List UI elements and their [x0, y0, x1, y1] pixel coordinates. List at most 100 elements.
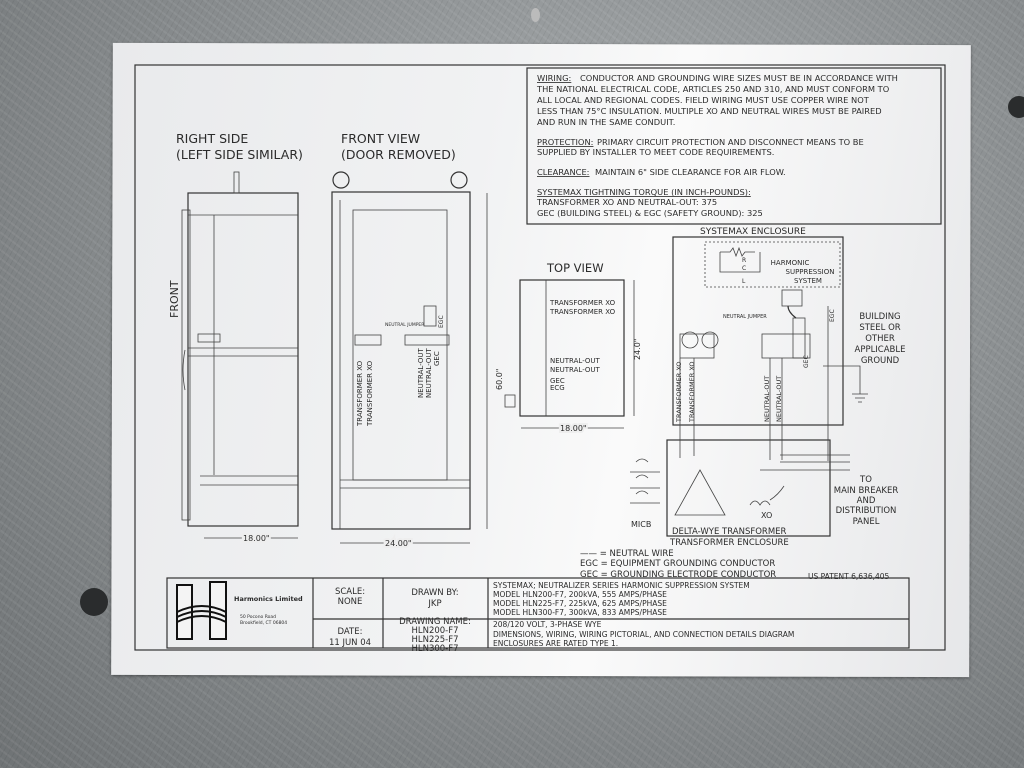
dimension-label: 18.00": [560, 424, 587, 433]
ground-label: BUILDING: [859, 312, 900, 322]
legend-item: GEC = GROUNDING ELECTRODE CONDUCTOR: [580, 570, 776, 580]
clearance-heading: CLEARANCE:: [537, 167, 589, 177]
note-line: MAINTAIN 6" SIDE CLEARANCE FOR AIR FLOW.: [595, 167, 786, 177]
note-line: SUPPLIED BY INSTALLER TO MEET CODE REQUI…: [537, 147, 774, 157]
date-label: DATE:: [338, 627, 363, 637]
drawn-by-value: JKP: [427, 599, 441, 609]
note-line: AND RUN IN THE SAME CONDUIT.: [537, 117, 675, 127]
inductor-label: L: [742, 278, 746, 285]
note-line: ALL LOCAL AND REGIONAL CODES. FIELD WIRI…: [537, 95, 870, 105]
dimension-label: 60.0": [495, 369, 504, 391]
panel-screw: [531, 8, 540, 22]
view-title: TOP VIEW: [546, 261, 604, 275]
breaker-label: MICB: [631, 520, 651, 529]
front-view: FRONT VIEW (DOOR REMOVED) TRANSFORMER XO…: [331, 131, 504, 550]
terminal-label: TRANSFORMER XO: [688, 362, 696, 423]
description-line: SYSTEMAX; NEUTRALIZER SERIES HARMONIC SU…: [493, 581, 750, 590]
description-line: DIMENSIONS, WIRING, WIRING PICTORIAL, AN…: [493, 630, 794, 639]
terminal-label: ECG: [550, 384, 565, 392]
capacitor-label: C: [742, 265, 746, 272]
destination-label: DISTRIBUTION: [836, 506, 897, 516]
drawing-border: [134, 64, 946, 651]
neutral-jumper-label: NEUTRAL JUMPER: [723, 314, 767, 320]
xo-label: XO: [761, 511, 772, 520]
dimension-label: 24.00": [385, 539, 412, 548]
terminal-label: EGC: [829, 309, 836, 322]
terminal-label: NEUTRAL-OUT: [763, 376, 771, 422]
enclosure-label: TRANSFORMER ENCLOSURE: [669, 538, 789, 548]
note-line: GEC (BUILDING STEEL) & EGC (SAFETY GROUN…: [537, 208, 763, 218]
note-line: THE NATIONAL ELECTRICAL CODE, ARTICLES 2…: [536, 84, 890, 94]
front-label: FRONT: [168, 280, 181, 318]
scale-value: NONE: [338, 597, 363, 607]
protection-heading: PROTECTION:: [537, 137, 593, 147]
date-value: 11 JUN 04: [329, 638, 371, 648]
ground-label: APPLICABLE: [855, 345, 906, 355]
panel-hole: [1008, 96, 1024, 118]
terminal-label: TRANSFORMER XO: [549, 299, 616, 307]
panel-hole: [80, 588, 108, 616]
company-address: 50 Pocono Road: [240, 614, 276, 620]
notes: WIRING: CONDUCTOR AND GROUNDING WIRE SIZ…: [536, 73, 898, 218]
destination-label: MAIN BREAKER: [834, 486, 899, 496]
dimension-label: 24.0": [633, 339, 642, 361]
view-title: FRONT VIEW: [341, 131, 420, 146]
terminal-label: EGC: [438, 315, 445, 328]
terminal-label: NEUTRAL-OUT: [425, 347, 433, 398]
drawing-name: HLN225-F7: [411, 635, 458, 645]
transformer-label: DELTA-WYE TRANSFORMER: [672, 527, 787, 537]
drawing-name: HLN300-F7: [411, 644, 458, 654]
enclosure-label: SYSTEMAX ENCLOSURE: [700, 227, 806, 237]
hss-label: HARMONIC: [771, 259, 810, 267]
destination-label: TO: [859, 475, 872, 485]
hss-label: SUPPRESSION: [786, 268, 835, 276]
description-line: 208/120 VOLT, 3-PHASE WYE: [493, 620, 602, 629]
terminal-label: NEUTRAL-OUT: [775, 376, 783, 422]
note-line: CONDUCTOR AND GROUNDING WIRE SIZES MUST …: [580, 73, 898, 83]
destination-label: AND: [857, 496, 876, 506]
description-line: MODEL HLN300-F7, 300kVA, 833 AMPS/PHASE: [493, 608, 667, 617]
terminal-label: TRANSFORMER XO: [549, 308, 616, 316]
scale-label: SCALE:: [335, 587, 365, 597]
terminal-label: GEC: [803, 355, 810, 368]
view-title: (DOOR REMOVED): [341, 147, 456, 162]
wiring-schematic: SYSTEMAX ENCLOSURE R C L HARMONIC SUPPRE…: [630, 227, 906, 548]
hss-label: SYSTEM: [794, 277, 822, 285]
destination-label: PANEL: [853, 517, 880, 527]
description-line: MODEL HLN225-F7, 225kVA, 625 AMPS/PHASE: [493, 599, 667, 608]
legend-item: EGC = EQUIPMENT GROUNDING CONDUCTOR: [580, 559, 775, 569]
terminal-label: NEUTRAL-OUT: [550, 366, 601, 374]
terminal-label: NEUTRAL-OUT: [417, 347, 425, 398]
torque-heading: SYSTEMAX TIGHTNING TORQUE (IN INCH-POUND…: [537, 187, 751, 197]
wiring-heading: WIRING:: [537, 73, 571, 83]
right-side-view: RIGHT SIDE (LEFT SIDE SIMILAR) FRONT 18.…: [168, 131, 303, 545]
drawing-name-label: DRAWING NAME:: [399, 617, 471, 627]
ground-label: STEEL OR: [859, 323, 900, 333]
top-view: TOP VIEW TRANSFORMER XO TRANSFORMER XO N…: [504, 261, 642, 435]
ground-label: OTHER: [865, 334, 895, 344]
terminal-label: NEUTRAL-OUT: [550, 357, 601, 365]
company-address: Brookfield, CT 06804: [240, 620, 287, 626]
view-title: (LEFT SIDE SIMILAR): [176, 147, 303, 162]
terminal-label: TRANSFORMER XO: [366, 360, 374, 427]
ground-label: GROUND: [861, 356, 900, 366]
dimension-label: 18.00": [243, 534, 270, 543]
note-line: PRIMARY CIRCUIT PROTECTION AND DISCONNEC…: [597, 137, 864, 147]
title-block: Harmonics Limited 50 Pocono Road Brookfi…: [166, 577, 910, 654]
note-line: TRANSFORMER XO AND NEUTRAL-OUT: 375: [536, 197, 717, 207]
drawing-name: HLN200-F7: [411, 626, 458, 636]
notes-box: [526, 67, 942, 225]
terminal-label: TRANSFORMER XO: [675, 362, 683, 423]
view-title: RIGHT SIDE: [176, 131, 248, 146]
drawn-by-label: DRAWN BY:: [411, 588, 458, 598]
terminal-label: TRANSFORMER XO: [356, 360, 364, 427]
note-line: LESS THAN 75°C INSULATION. MULTIPLE XO A…: [537, 106, 882, 116]
company-name: Harmonics Limited: [234, 595, 303, 603]
terminal-label: GEC: [433, 351, 441, 366]
legend-item: —— = NEUTRAL WIRE: [580, 549, 674, 559]
legend: —— = NEUTRAL WIRE EGC = EQUIPMENT GROUND…: [580, 549, 890, 581]
terminal-label: GEC: [550, 377, 565, 385]
description-line: ENCLOSURES ARE RATED TYPE 1.: [493, 639, 618, 648]
description-line: MODEL HLN200-F7, 200kVA, 555 AMPS/PHASE: [493, 590, 667, 599]
